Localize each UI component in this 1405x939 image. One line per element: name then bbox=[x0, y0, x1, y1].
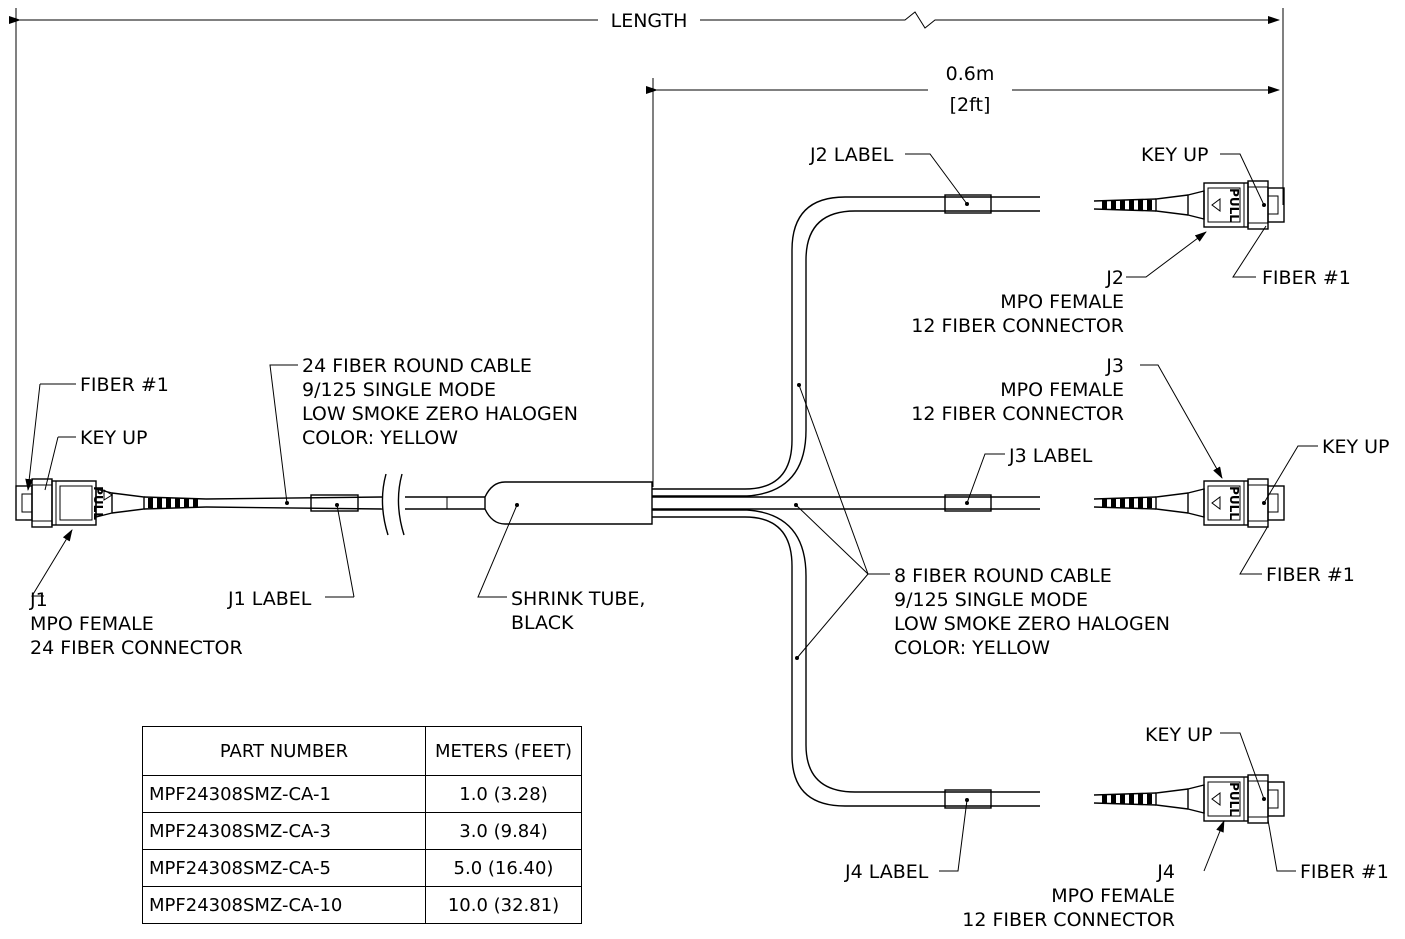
table-row: MPF24308SMZ-CA-5 5.0 (16.40) bbox=[142, 849, 582, 887]
j3-fiber1-leader bbox=[1239, 525, 1269, 575]
trunk-cable-line1: 24 FIBER ROUND CABLE bbox=[302, 355, 532, 377]
part-number-cell: MPF24308SMZ-CA-10 bbox=[142, 886, 426, 924]
length-cell: 1.0 (3.28) bbox=[425, 775, 582, 813]
length-label: LENGTH bbox=[611, 10, 688, 32]
leg-cable-leaders bbox=[794, 383, 890, 660]
breakout-length-ft: [2ft] bbox=[950, 94, 991, 116]
trunk-cable-line3: LOW SMOKE ZERO HALOGEN bbox=[302, 403, 578, 425]
length-cell: 10.0 (32.81) bbox=[425, 886, 582, 924]
j3-connector-leader bbox=[1140, 364, 1223, 479]
part-number-cell: MPF24308SMZ-CA-1 bbox=[142, 775, 426, 813]
j3-pull-arrow-icon bbox=[1211, 496, 1221, 510]
break-mark-right bbox=[397, 473, 405, 536]
j3-fiber1-text: FIBER #1 bbox=[1266, 564, 1355, 586]
j2-connector-leader bbox=[1126, 231, 1207, 278]
j4-keyup-leader bbox=[1220, 732, 1265, 800]
trunk-cable-line2: 9/125 SINGLE MODE bbox=[302, 379, 496, 401]
j4-keyup-text: KEY UP bbox=[1145, 724, 1212, 746]
j2-id: J2 bbox=[1105, 267, 1124, 289]
leg-cable-line1: 8 FIBER ROUND CABLE bbox=[894, 565, 1112, 587]
j1-keyup-text: KEY UP bbox=[80, 427, 147, 449]
table-header-row: PART NUMBER METERS (FEET) bbox=[142, 726, 582, 776]
j2-pull-arrow-icon bbox=[1211, 198, 1221, 212]
j1-fiber1-leader bbox=[28, 383, 76, 490]
part-number-table: PART NUMBER METERS (FEET) MPF24308SMZ-CA… bbox=[142, 726, 582, 924]
trunk-cable-line4: COLOR: YELLOW bbox=[302, 427, 458, 449]
shrink-tube-text2: BLACK bbox=[511, 612, 574, 634]
j1-mpo-female: MPO FEMALE bbox=[30, 613, 154, 635]
j1-keyup-leader bbox=[44, 436, 76, 491]
j3-12-fiber-connector: 12 FIBER CONNECTOR bbox=[911, 403, 1124, 425]
j4-label-sleeve bbox=[944, 789, 992, 809]
j2-keyup-leader bbox=[1220, 153, 1265, 206]
j2-label-leader bbox=[905, 153, 968, 205]
j1-label-leader bbox=[325, 504, 355, 598]
j3-mpo-female: MPO FEMALE bbox=[1000, 379, 1124, 401]
j4-connector: PULL bbox=[1093, 774, 1285, 824]
j1-id: J1 bbox=[29, 589, 48, 611]
j3-keyup-text: KEY UP bbox=[1322, 436, 1389, 458]
breakout-length-m: 0.6m bbox=[946, 63, 995, 85]
trunk-cable-top bbox=[205, 496, 384, 500]
break-mark-left bbox=[381, 473, 389, 536]
table-row: MPF24308SMZ-CA-10 10.0 (32.81) bbox=[142, 886, 582, 924]
j2-connector: PULL bbox=[1093, 180, 1285, 230]
j2-label-text: J2 LABEL bbox=[809, 144, 894, 166]
j4-label-text: J4 LABEL bbox=[844, 861, 929, 883]
j4-pull-arrow-icon bbox=[1211, 792, 1221, 806]
table-row: MPF24308SMZ-CA-3 3.0 (9.84) bbox=[142, 812, 582, 850]
table-row: MPF24308SMZ-CA-1 1.0 (3.28) bbox=[142, 775, 582, 813]
j2-pull-text: PULL bbox=[1227, 188, 1241, 222]
j1-pull-arrow-icon bbox=[103, 489, 113, 501]
length-cell: 5.0 (16.40) bbox=[425, 849, 582, 887]
j4-fiber1-text: FIBER #1 bbox=[1300, 861, 1389, 883]
j1-pull-text: PULL bbox=[91, 486, 105, 520]
j4-pull-text: PULL bbox=[1227, 782, 1241, 816]
j2-mpo-female: MPO FEMALE bbox=[1000, 291, 1124, 313]
leg-cable-line4: COLOR: YELLOW bbox=[894, 637, 1050, 659]
trunk-cable-leader bbox=[269, 364, 298, 504]
leg-cable-line3: LOW SMOKE ZERO HALOGEN bbox=[894, 613, 1170, 635]
j2-label-sleeve bbox=[944, 194, 992, 214]
part-number-cell: MPF24308SMZ-CA-3 bbox=[142, 812, 426, 850]
j1-24-fiber-connector: 24 FIBER CONNECTOR bbox=[30, 637, 243, 659]
j4-label-leader bbox=[939, 799, 968, 872]
length-cell: 3.0 (9.84) bbox=[425, 812, 582, 850]
length-dim-line-right bbox=[700, 11, 1280, 29]
j3-pull-text: PULL bbox=[1227, 486, 1241, 520]
j3-id: J3 bbox=[1105, 355, 1124, 377]
j2-fiber1-leader bbox=[1232, 225, 1267, 278]
trunk-cable-bottom bbox=[205, 506, 384, 510]
j4-fiber1-leader bbox=[1267, 819, 1296, 872]
j2-keyup-text: KEY UP bbox=[1141, 144, 1208, 166]
j3-label-leader bbox=[966, 453, 1005, 504]
shrink-tube-leader bbox=[477, 504, 518, 598]
j1-fiber1-text: FIBER #1 bbox=[80, 374, 169, 396]
j1-connector-leader bbox=[31, 529, 73, 597]
j4-mpo-female: MPO FEMALE bbox=[1051, 885, 1175, 907]
breakout-legs bbox=[652, 196, 1040, 807]
j3-keyup-leader bbox=[1263, 445, 1318, 504]
j1-connector: PULL bbox=[15, 478, 207, 528]
j4-connector-leader bbox=[1203, 820, 1225, 872]
j3-connector: PULL bbox=[1093, 478, 1285, 528]
shrink-tube-text1: SHRINK TUBE, bbox=[511, 588, 645, 610]
j4-id: J4 bbox=[1156, 861, 1175, 883]
header-part-number: PART NUMBER bbox=[142, 726, 426, 776]
j4-12-fiber-connector: 12 FIBER CONNECTOR bbox=[962, 909, 1175, 931]
header-meters-feet: METERS (FEET) bbox=[425, 726, 582, 776]
j1-label-text: J1 LABEL bbox=[227, 588, 312, 610]
part-number-cell: MPF24308SMZ-CA-5 bbox=[142, 849, 426, 887]
j1-label-sleeve bbox=[310, 494, 359, 512]
shrink-tube bbox=[484, 481, 653, 525]
j2-fiber1-text: FIBER #1 bbox=[1262, 267, 1351, 289]
leg-cable-line2: 9/125 SINGLE MODE bbox=[894, 589, 1088, 611]
j3-label-text: J3 LABEL bbox=[1008, 445, 1093, 467]
j2-12-fiber-connector: 12 FIBER CONNECTOR bbox=[911, 315, 1124, 337]
j3-label-sleeve bbox=[944, 494, 992, 512]
